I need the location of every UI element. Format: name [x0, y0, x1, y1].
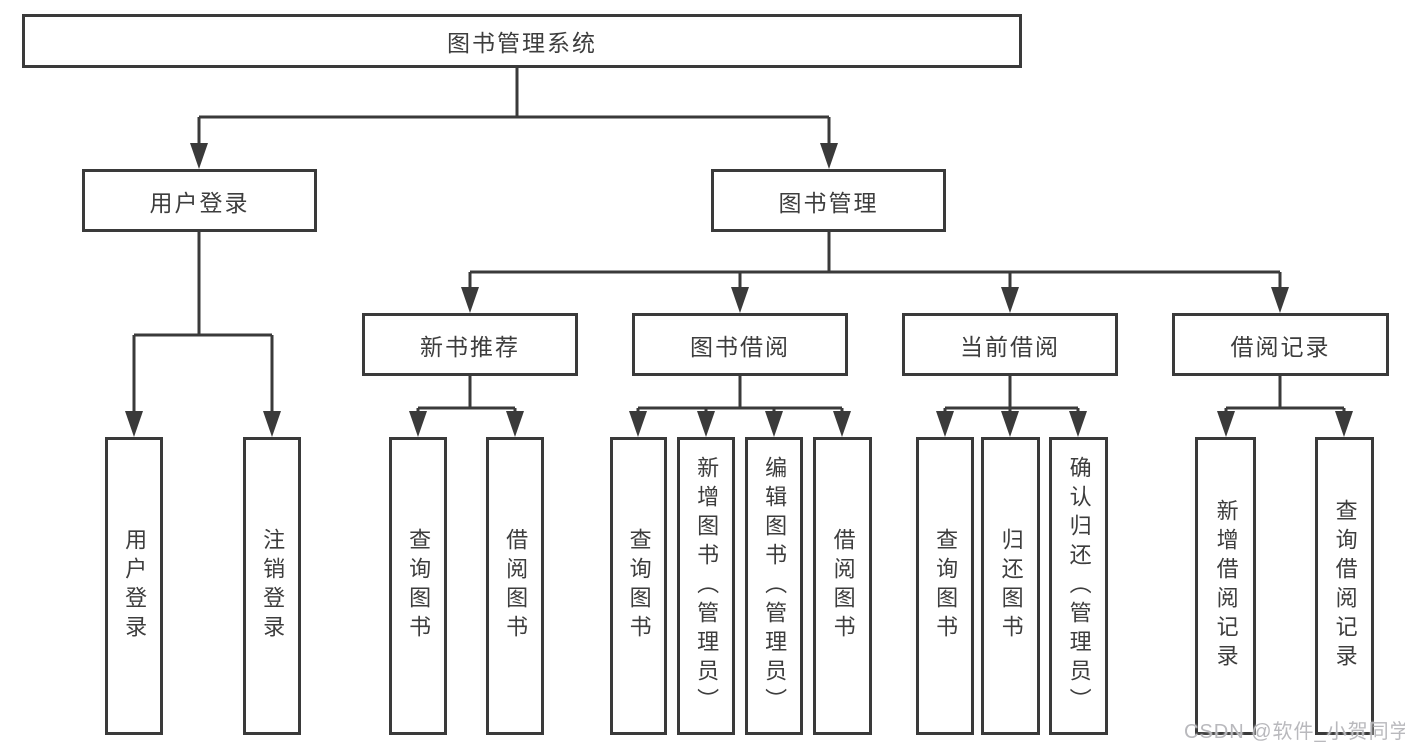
leaf-borrow-books-label: 借阅图书 [830, 528, 856, 644]
leaf-query-books-borrowing-label: 查询图书 [626, 528, 652, 644]
node-user-login: 用户登录 [82, 169, 317, 232]
leaf-query-books-recommend-label: 查询图书 [406, 528, 432, 644]
node-current-borrowing: 当前借阅 [902, 313, 1118, 376]
leaf-add-borrow-record-label: 新增借阅记录 [1213, 499, 1239, 673]
leaf-user-login-label: 用户登录 [122, 528, 148, 644]
leaf-return-books: 归还图书 [981, 437, 1040, 735]
node-new-book-recommendation: 新书推荐 [362, 313, 578, 376]
leaf-borrow-books: 借阅图书 [813, 437, 872, 735]
node-library-management-system: 图书管理系统 [22, 14, 1022, 68]
leaf-logout-label: 注销登录 [260, 528, 286, 644]
leaf-query-books-recommend: 查询图书 [389, 437, 447, 735]
leaf-query-borrow-record: 查询借阅记录 [1315, 437, 1374, 735]
leaf-query-books-current-label: 查询图书 [933, 528, 959, 644]
leaf-return-books-label: 归还图书 [998, 528, 1024, 644]
leaf-add-books-admin-label: 新增图书（管理员） [694, 455, 720, 717]
leaf-edit-books-admin: 编辑图书（管理员） [745, 437, 803, 735]
leaf-query-books-current: 查询图书 [916, 437, 974, 735]
leaf-borrow-books-recommend: 借阅图书 [486, 437, 544, 735]
leaf-confirm-return-admin: 确认归还（管理员） [1049, 437, 1108, 735]
leaf-confirm-return-admin-label: 确认归还（管理员） [1066, 455, 1092, 717]
leaf-edit-books-admin-label: 编辑图书（管理员） [762, 455, 788, 717]
leaf-logout: 注销登录 [243, 437, 301, 735]
leaf-query-books-borrowing: 查询图书 [610, 437, 667, 735]
arrowheads [125, 143, 1353, 437]
node-book-management: 图书管理 [711, 169, 946, 232]
node-book-borrowing: 图书借阅 [632, 313, 848, 376]
leaf-add-borrow-record: 新增借阅记录 [1195, 437, 1256, 735]
csdn-watermark: CSDN @软件_小贺同学 [1184, 721, 1405, 743]
node-borrowing-records: 借阅记录 [1172, 313, 1389, 376]
leaf-borrow-books-recommend-label: 借阅图书 [503, 528, 529, 644]
leaf-add-books-admin: 新增图书（管理员） [677, 437, 735, 735]
leaf-query-borrow-record-label: 查询借阅记录 [1332, 499, 1358, 673]
leaf-user-login: 用户登录 [105, 437, 163, 735]
